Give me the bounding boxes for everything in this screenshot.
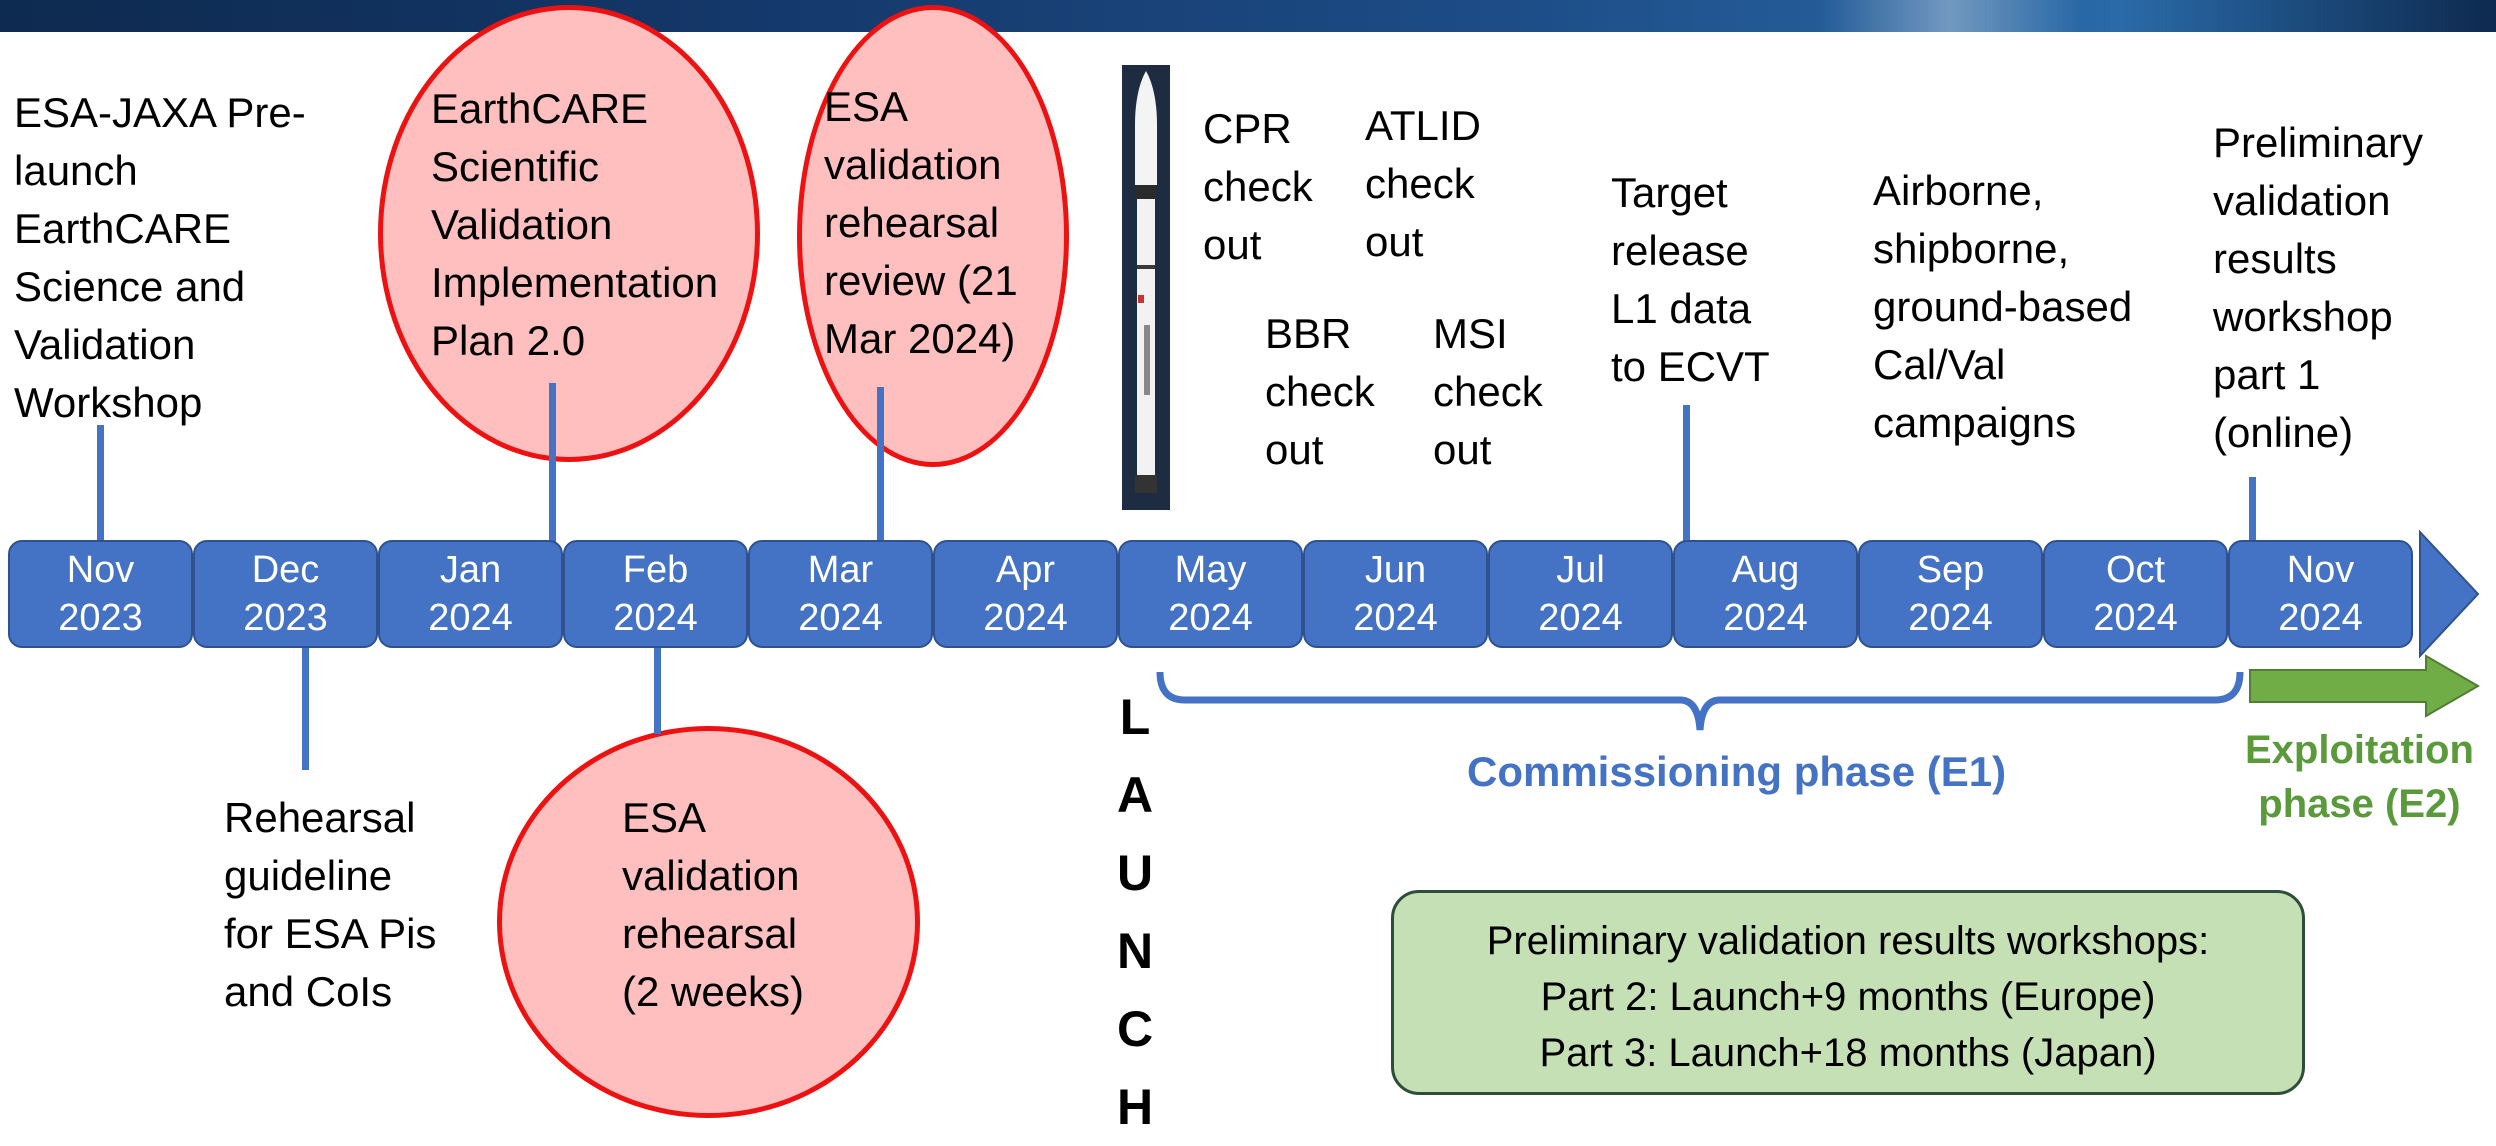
workshops-info-box: Preliminary validation results workshops… — [1391, 890, 2305, 1095]
commissioning-brace — [1156, 671, 2244, 731]
exploitation-arrow — [2249, 654, 2481, 718]
rocket-icon — [1135, 71, 1157, 493]
rehearsal-highlight-oval — [497, 726, 920, 1118]
plan-connector — [549, 383, 556, 542]
guideline-connector — [302, 646, 309, 770]
prelim-workshop-label: Preliminary validation results workshop … — [2213, 119, 2424, 456]
atlid-label: ATLID check out — [1365, 102, 1481, 265]
timeline-arrowhead — [2419, 529, 2480, 659]
header-banner — [0, 0, 2496, 32]
plan-highlight-oval — [378, 5, 760, 462]
exploitation-phase-label: Exploitation phase (E2) — [2245, 728, 2474, 826]
prelim-connector — [2249, 477, 2256, 542]
commissioning-phase-label: Commissioning phase (E1) — [1467, 748, 2007, 795]
release-label: Target release L1 data to ECVT — [1611, 169, 1770, 390]
banner-streak — [1820, 0, 2080, 32]
release-connector — [1683, 405, 1690, 542]
campaigns-label: Airborne, shipborne, ground-based Cal/Va… — [1873, 167, 2133, 446]
workshop-label: ESA-JAXA Pre- launch EarthCARE Science a… — [14, 89, 306, 426]
review-highlight-oval — [797, 5, 1069, 467]
plan-label: EarthCARE Scientific Validation Implemen… — [431, 85, 719, 364]
rehearsal-connector — [654, 646, 661, 734]
msi-label: MSI check out — [1433, 310, 1543, 473]
review-connector — [877, 387, 884, 542]
bbr-label: BBR check out — [1265, 310, 1375, 473]
guideline-label: Rehearsal guideline for ESA Pis and CoIs — [224, 794, 437, 1015]
rehearsal-label: ESA validation rehearsal (2 weeks) — [622, 794, 805, 1015]
rocket-image — [1122, 65, 1170, 510]
launch-label: L A U N C H — [1116, 689, 1154, 1135]
cpr-label: CPR check out — [1203, 105, 1313, 268]
review-label: ESA validation rehearsal review (21 Mar … — [824, 83, 1018, 362]
workshops-info-text: Preliminary validation results workshops… — [1486, 919, 2210, 1075]
workshop-connector — [97, 425, 104, 542]
